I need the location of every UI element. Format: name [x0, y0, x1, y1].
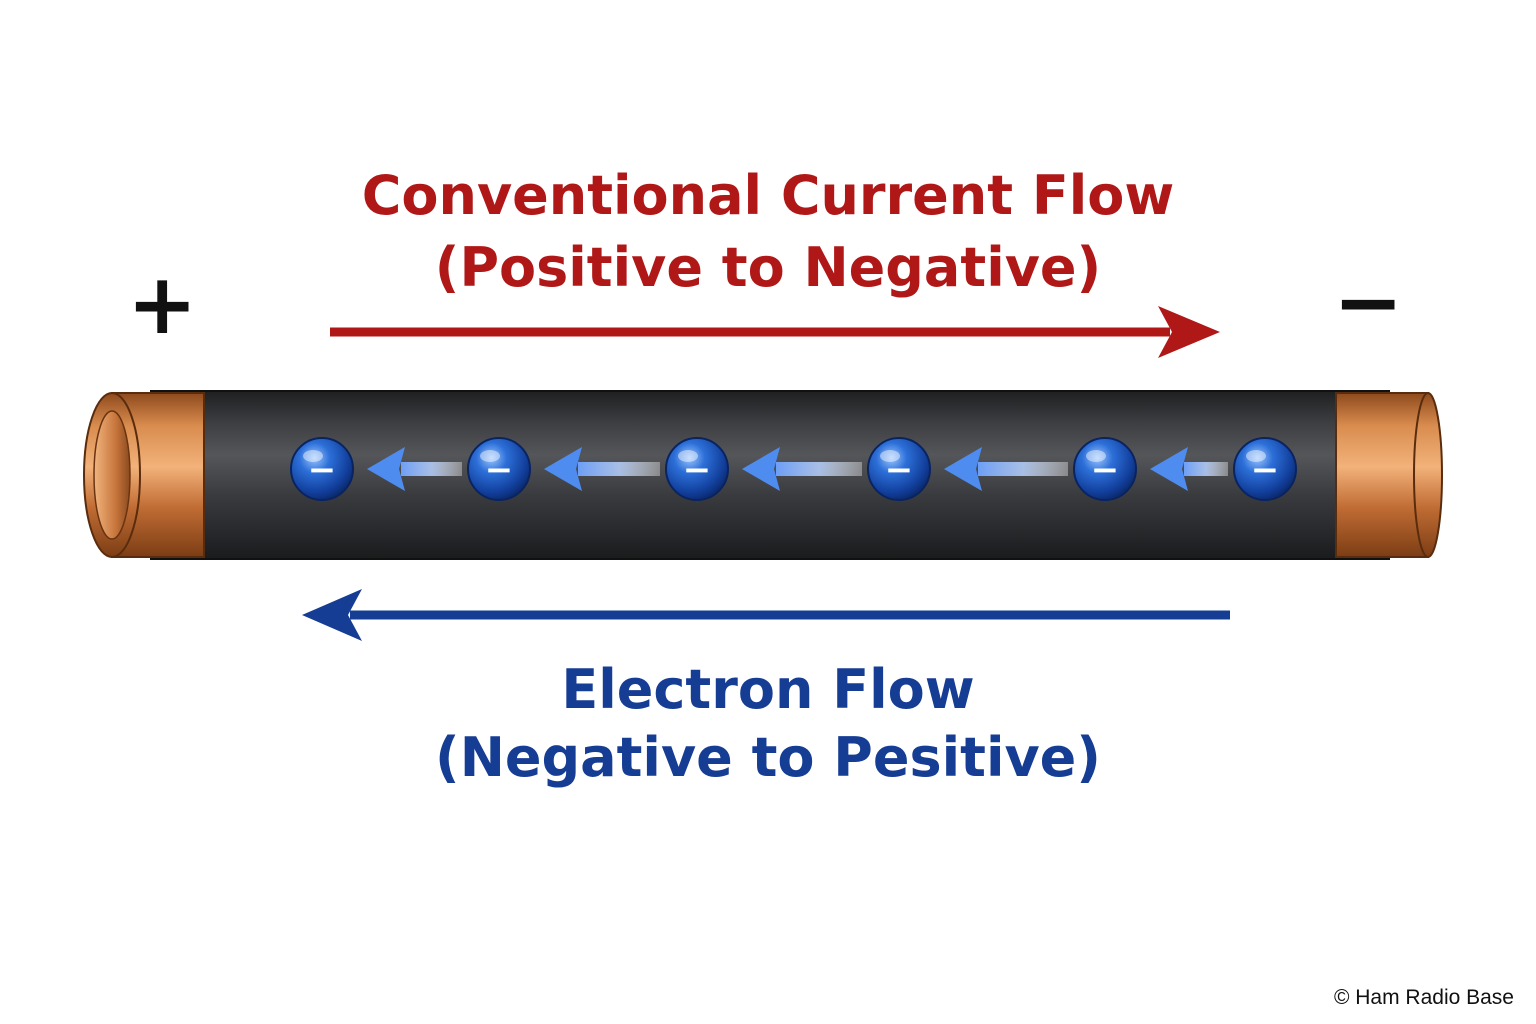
electron-charge-symbol: −	[485, 450, 514, 490]
electron: −	[467, 437, 531, 501]
electron-flow-title: Electron Flow	[561, 658, 975, 721]
electron-motion-arrow	[1150, 447, 1228, 491]
positive-terminal-label: +	[127, 255, 198, 353]
electron-charge-symbol: −	[1091, 450, 1120, 490]
electron-motion-arrow	[742, 447, 862, 491]
copyright-notice: © Ham Radio Base	[1333, 986, 1514, 1009]
electron-charge-symbol: −	[308, 450, 337, 490]
electron: −	[1073, 437, 1137, 501]
electron: −	[1233, 437, 1297, 501]
conventional-current-arrow	[330, 306, 1220, 358]
electron-flow-arrow	[302, 589, 1230, 641]
electron-motion-arrow	[544, 447, 660, 491]
electron-charge-symbol: −	[683, 450, 712, 490]
electron: −	[665, 437, 729, 501]
electron-charge-symbol: −	[885, 450, 914, 490]
conventional-current-title: Conventional Current Flow	[361, 164, 1175, 227]
electron-flow-subtitle: (Negative to Pesitive)	[435, 726, 1101, 789]
electron-motion-arrow	[944, 447, 1068, 491]
electron: −	[290, 437, 354, 501]
negative-terminal-label: −	[1333, 253, 1404, 351]
conventional-current-subtitle: (Positive to Negative)	[434, 236, 1102, 299]
copper-end-right	[1335, 392, 1443, 558]
electrons-group: −−−−−−	[290, 437, 1297, 501]
electron-motion-arrow	[367, 447, 462, 491]
electron-charge-symbol: −	[1251, 450, 1280, 490]
electron: −	[867, 437, 931, 501]
copper-end-left	[83, 392, 205, 558]
